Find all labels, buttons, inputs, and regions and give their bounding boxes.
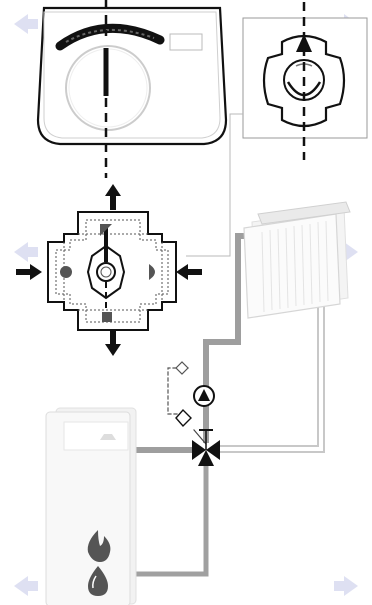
port-circle-icon <box>60 266 72 278</box>
boiler-icon <box>46 408 136 605</box>
actuator-motor-icon <box>38 0 226 178</box>
arrow-down-icon <box>105 330 121 356</box>
watermark-arrow-icon <box>334 576 358 596</box>
circulation-pump-icon <box>194 386 214 406</box>
port-square-icon <box>102 312 112 322</box>
watermark-arrow-icon <box>14 14 38 34</box>
mixing-valve-symbol-icon <box>192 430 220 466</box>
arrow-left-icon <box>176 264 202 280</box>
valve-knob-detail-icon <box>243 2 367 160</box>
arrow-up-icon <box>105 184 121 210</box>
watermark-arrow-icon <box>14 242 38 262</box>
valve-body-4-way-icon <box>48 212 176 330</box>
radiator-icon <box>244 202 350 318</box>
watermark-arrow-icon <box>14 576 38 596</box>
check-valve-icon <box>176 362 191 426</box>
arrow-right-icon <box>16 264 42 280</box>
